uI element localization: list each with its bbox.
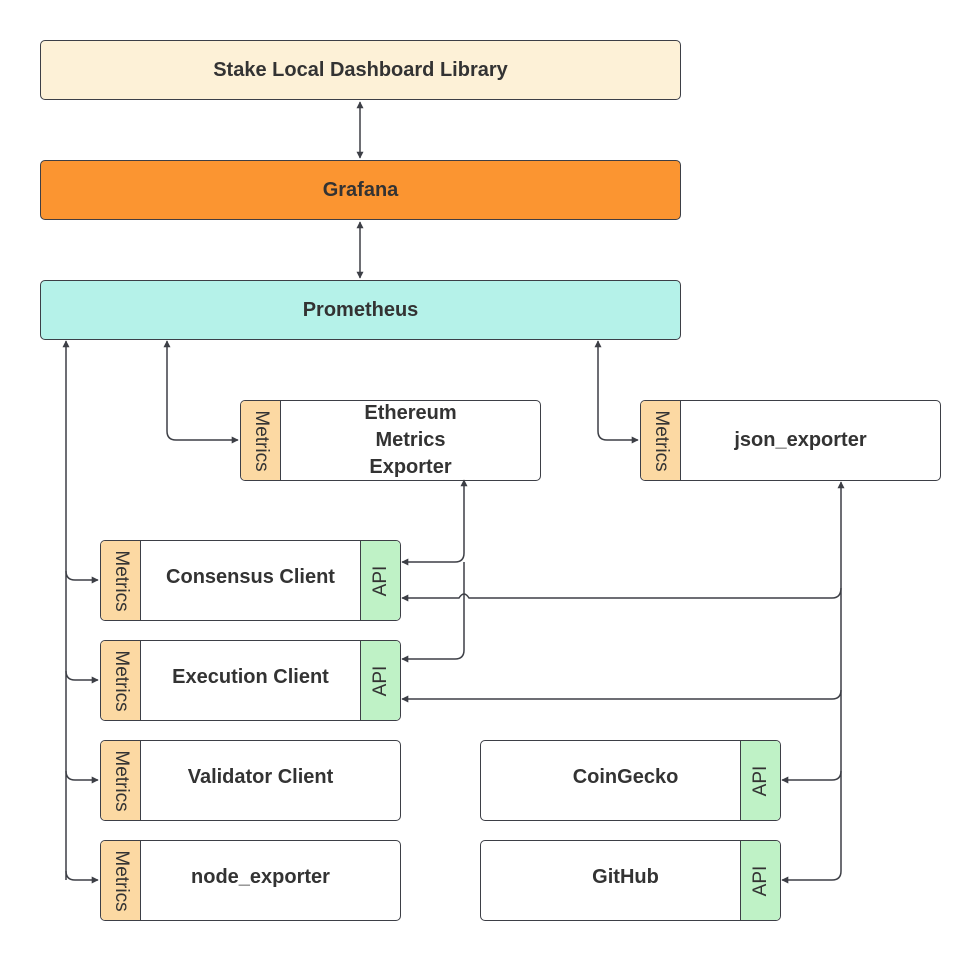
api-tab-label: API (369, 665, 391, 696)
api-tab-label: API (369, 565, 391, 596)
metrics-tab: Metrics (641, 401, 681, 480)
json-exporter-label: json_exporter (734, 429, 867, 451)
trunk-to-execution-metrics (65, 670, 99, 684)
metrics-tab: Metrics (101, 841, 141, 920)
metrics-tab: Metrics (241, 401, 281, 480)
api-tab-label: API (749, 765, 771, 796)
json-exporter-to-coingecko-api (781, 770, 842, 784)
validator-client-label: Validator Client (187, 766, 334, 788)
json-exporter-to-github-api (781, 870, 842, 884)
prometheus-label: Prometheus (302, 298, 419, 321)
trunk-to-validator-metrics (65, 770, 99, 784)
api-tab-label: API (749, 865, 771, 896)
metrics-tab-label: Metrics (110, 749, 132, 812)
execution-client-label: Execution Client (172, 666, 329, 688)
grafana-box: Grafana (40, 160, 681, 220)
coingecko-label: CoinGecko (572, 766, 679, 788)
github-box: GitHub API (480, 840, 781, 921)
ethereum-metrics-exporter-label: Ethereum Metrics Exporter (364, 402, 457, 478)
consensus-client-label: Consensus Client (166, 566, 335, 588)
dashboard-library-label: Stake Local Dashboard Library (213, 58, 508, 81)
execution-client-box: Metrics Execution Client API (100, 640, 401, 721)
eme-to-execution-api (401, 562, 465, 663)
node-exporter-label: node_exporter (191, 866, 330, 888)
github-label: GitHub (592, 866, 659, 888)
metrics-tab: Metrics (101, 541, 141, 620)
trunk-to-consensus-metrics (65, 570, 99, 584)
coingecko-box: CoinGecko API (480, 740, 781, 821)
prometheus-box: Prometheus (40, 280, 681, 340)
ethereum-metrics-exporter-box: Metrics Ethereum Metrics Exporter (240, 400, 541, 481)
eme-to-consensus-api (401, 479, 468, 566)
metrics-tab: Metrics (101, 641, 141, 720)
api-tab: API (740, 841, 780, 920)
metrics-tab-label: Metrics (250, 409, 272, 472)
metrics-tab-label: Metrics (110, 649, 132, 712)
metrics-tab-label: Metrics (650, 409, 672, 472)
json-exporter-to-execution-api (401, 689, 842, 703)
json-exporter-box: Metrics json_exporter (640, 400, 941, 481)
metrics-tab: Metrics (101, 741, 141, 820)
api-tab: API (360, 641, 400, 720)
dashboard-library-box: Stake Local Dashboard Library (40, 40, 681, 100)
validator-client-box: Metrics Validator Client (100, 740, 401, 821)
consensus-client-box: Metrics Consensus Client API (100, 540, 401, 621)
trunk-to-node-exporter-metrics (65, 870, 99, 884)
api-tab: API (360, 541, 400, 620)
api-tab: API (740, 741, 780, 820)
prometheus-eme-arrow (163, 340, 239, 444)
metrics-tab-label: Metrics (110, 849, 132, 912)
node-exporter-box: Metrics node_exporter (100, 840, 401, 921)
prometheus-json-exporter-arrow (594, 340, 639, 444)
metrics-tab-label: Metrics (110, 549, 132, 612)
grafana-label: Grafana (322, 178, 399, 201)
json-exporter-to-consensus-api (401, 587, 842, 602)
